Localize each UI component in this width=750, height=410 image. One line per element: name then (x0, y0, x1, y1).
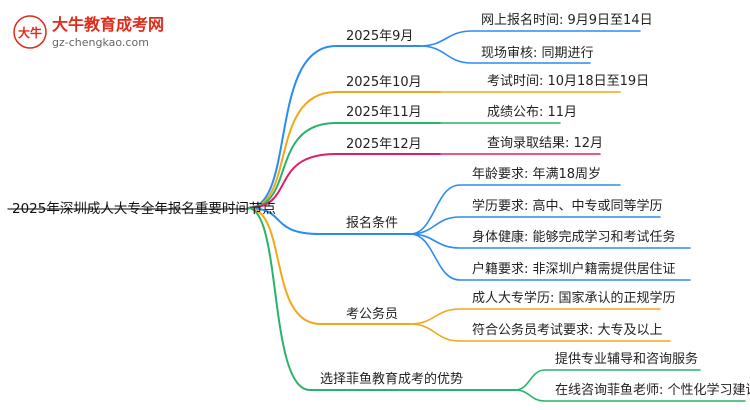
leaf-label: 网上报名时间: 9月9日至14日 (481, 12, 653, 28)
logo-mark-text: 大牛 (18, 25, 42, 40)
leaf-label: 学历要求: 高中、中专或同等学历 (472, 198, 663, 214)
leaf-edge (514, 369, 701, 391)
leaf-edge (419, 45, 591, 64)
branch-edge (247, 207, 411, 325)
logo-title: 大牛教育成考网 (52, 15, 164, 34)
leaf-label: 成绩公布: 11月 (487, 105, 577, 120)
branch-label: 报名条件 (346, 215, 398, 231)
leaf-label: 成人大专学历: 国家承认的正规学历 (472, 290, 676, 306)
branch-label: 2025年9月 (346, 29, 413, 44)
logo-url: gz-chengkao.com (52, 36, 149, 49)
branch-edge (247, 207, 411, 235)
leaf-label: 查询录取结果: 12月 (487, 136, 603, 151)
branch-label: 2025年11月 (346, 105, 422, 120)
branch-label: 考公务员 (346, 306, 398, 322)
branch-label: 2025年12月 (346, 137, 422, 152)
leaf-label: 身体健康: 能够完成学习和考试任务 (472, 229, 676, 245)
logo-mark-icon (13, 15, 47, 49)
leaf-edge (409, 216, 661, 235)
leaf-label: 考试时间: 10月18日至19日 (487, 74, 649, 89)
leaf-edge (419, 30, 641, 47)
branch-edge (247, 122, 441, 209)
leaf-edge (409, 233, 691, 281)
branch-label: 2025年10月 (346, 75, 422, 90)
edges (7, 30, 746, 402)
branch-edge (247, 207, 516, 391)
branch-edge (247, 45, 421, 209)
branch-edge (247, 153, 441, 209)
leaf-label: 现场审核: 同期进行 (481, 46, 594, 61)
root-node: 2025年深圳成人大专全年报名重要时间节点 (12, 200, 276, 217)
leaf-label: 提供专业辅导和咨询服务 (555, 351, 698, 367)
branch-edge (247, 91, 441, 209)
leaf-edge (514, 389, 746, 402)
leaf-edge (409, 308, 661, 325)
site-logo[interactable]: 大牛 大牛教育成考网 gz-chengkao.com (13, 15, 164, 49)
leaf-edge (409, 233, 691, 249)
leaf-label: 年龄要求: 年满18周岁 (472, 167, 601, 182)
leaf-label: 在线咨询菲鱼老师: 个性化学习建议 (555, 382, 750, 398)
branch-label: 选择菲鱼教育成考的优势 (320, 371, 463, 387)
leaf-label: 符合公务员考试要求: 大专及以上 (472, 322, 663, 338)
leaf-edge (409, 184, 621, 235)
leaf-label: 户籍要求: 非深圳户籍需提供居住证 (472, 261, 676, 277)
leaf-edge (409, 323, 671, 342)
